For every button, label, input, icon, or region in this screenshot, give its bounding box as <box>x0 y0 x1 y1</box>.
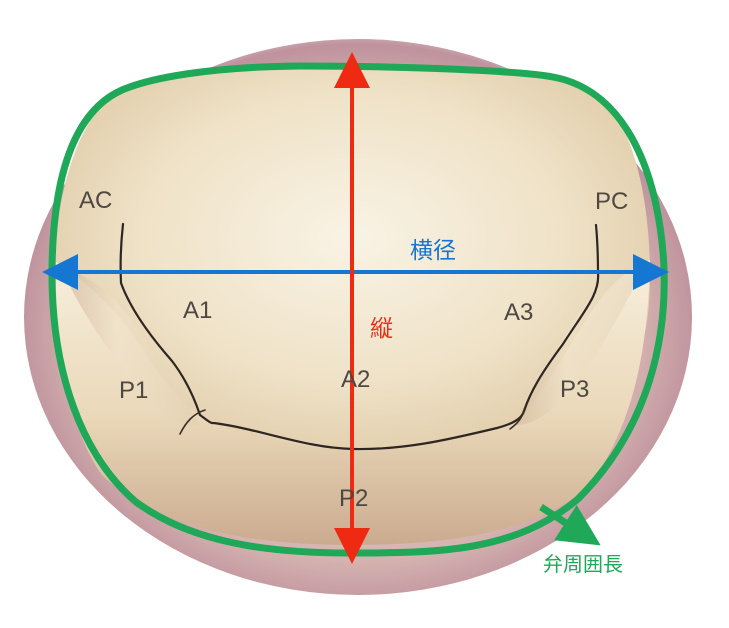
ac-label: AC <box>79 189 112 213</box>
longitudinal-diameter-label: 縦 <box>370 318 393 341</box>
p1-label: P1 <box>119 379 148 403</box>
longitudinal-diameter-text: 縦 <box>370 316 393 342</box>
perimeter-label: 弁周囲長 <box>543 554 623 574</box>
p2-label: P2 <box>339 487 368 511</box>
pc-label: PC <box>595 190 628 214</box>
transverse-diameter-label: 横径 <box>410 240 456 263</box>
a1-label: A1 <box>183 299 212 323</box>
perimeter-text: 弁周囲長 <box>543 552 623 576</box>
p3-label: P3 <box>560 378 589 402</box>
a3-label: A3 <box>504 301 533 325</box>
transverse-diameter-text: 横径 <box>410 238 456 264</box>
a2-label: A2 <box>341 368 370 392</box>
